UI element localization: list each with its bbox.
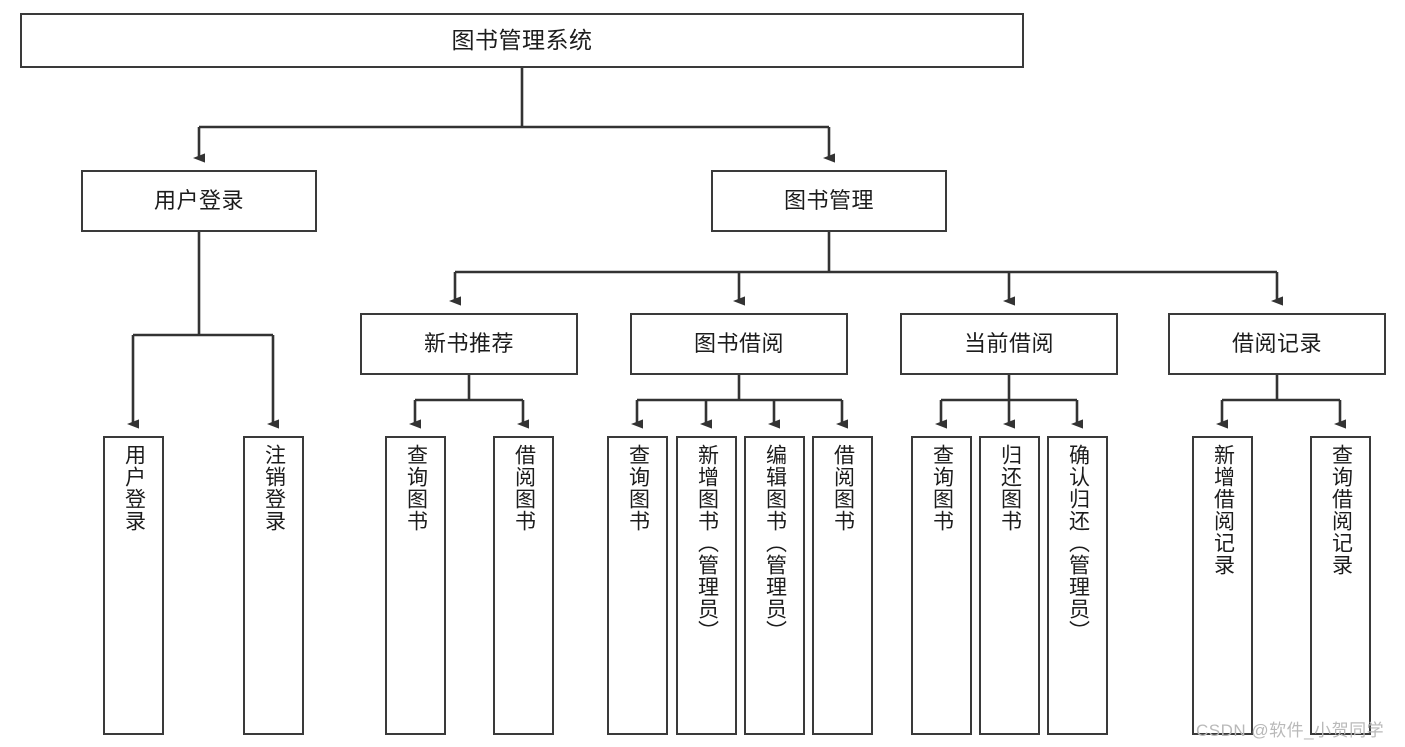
node-book-management-label: 图书管理: [783, 188, 874, 214]
leaf-user-login[interactable]: 用户登录: [103, 436, 164, 735]
leaf-return-book[interactable]: 归还图书: [979, 436, 1040, 735]
leaf-query-book-recommend[interactable]: 查询图书: [385, 436, 446, 735]
node-root-label: 图书管理系统: [451, 26, 593, 53]
leaf-borrow-book-recommend-label: 借阅图书: [512, 444, 536, 532]
leaf-logout-label: 注销登录: [262, 444, 286, 532]
leaf-edit-book-admin[interactable]: 编辑图书（管理员）: [744, 436, 805, 735]
leaf-add-book-admin[interactable]: 新增图书（管理员）: [676, 436, 737, 735]
node-user-login[interactable]: 用户登录: [81, 170, 317, 232]
node-book-management[interactable]: 图书管理: [711, 170, 947, 232]
node-current-borrow-label: 当前借阅: [963, 331, 1054, 357]
node-borrow-record-label: 借阅记录: [1231, 331, 1322, 357]
leaf-borrow-book[interactable]: 借阅图书: [812, 436, 873, 735]
leaf-query-book-recommend-label: 查询图书: [404, 444, 428, 532]
node-book-borrow[interactable]: 图书借阅: [630, 313, 848, 375]
leaf-logout[interactable]: 注销登录: [243, 436, 304, 735]
leaf-add-borrow-record-label: 新增借阅记录: [1211, 444, 1235, 576]
leaf-query-book-current-label: 查询图书: [930, 444, 954, 532]
leaf-add-book-admin-label: 新增图书（管理员）: [695, 444, 719, 642]
leaf-borrow-book-label: 借阅图书: [831, 444, 855, 532]
node-user-login-label: 用户登录: [153, 188, 244, 214]
node-current-borrow[interactable]: 当前借阅: [900, 313, 1118, 375]
leaf-query-book-borrow-label: 查询图书: [626, 444, 650, 532]
node-borrow-record[interactable]: 借阅记录: [1168, 313, 1386, 375]
leaf-return-book-label: 归还图书: [998, 444, 1022, 532]
leaf-query-borrow-record[interactable]: 查询借阅记录: [1310, 436, 1371, 735]
node-root[interactable]: 图书管理系统: [20, 13, 1024, 68]
leaf-query-borrow-record-label: 查询借阅记录: [1329, 444, 1353, 576]
leaf-query-book-borrow[interactable]: 查询图书: [607, 436, 668, 735]
leaf-add-borrow-record[interactable]: 新增借阅记录: [1192, 436, 1253, 735]
leaf-borrow-book-recommend[interactable]: 借阅图书: [493, 436, 554, 735]
node-new-book-recommend[interactable]: 新书推荐: [360, 313, 578, 375]
node-new-book-recommend-label: 新书推荐: [423, 331, 514, 357]
leaf-user-login-label: 用户登录: [122, 444, 146, 532]
leaf-confirm-return-admin-label: 确认归还（管理员）: [1066, 444, 1090, 642]
leaf-edit-book-admin-label: 编辑图书（管理员）: [763, 444, 787, 642]
leaf-query-book-current[interactable]: 查询图书: [911, 436, 972, 735]
watermark: CSDN @软件_小贺同学: [1196, 721, 1385, 740]
leaf-confirm-return-admin[interactable]: 确认归还（管理员）: [1047, 436, 1108, 735]
node-book-borrow-label: 图书借阅: [693, 331, 784, 357]
